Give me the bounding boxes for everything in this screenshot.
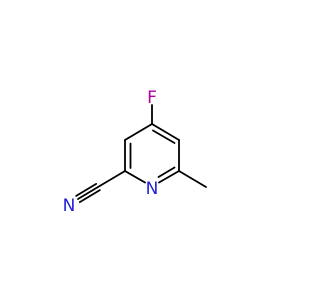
atom-ring-nitrogen: N [146, 179, 159, 199]
bond-c6-n1 [158, 170, 180, 184]
bond-c4-c3 [124, 123, 153, 141]
atom-nitrile-nitrogen: N [63, 196, 76, 216]
atom-fluorine: F [147, 88, 157, 108]
bond-c6-n1-inner [157, 166, 176, 178]
molecule-diagram: F N N [63, 88, 207, 216]
bond-layer [75, 104, 207, 204]
bond-c4-c5-inner [152, 129, 176, 144]
bond-c6-methyl [178, 170, 207, 188]
bond-nitrile-3 [78, 189, 101, 204]
bond-c4-c5 [151, 123, 180, 141]
bond-c2-n1 [124, 170, 146, 184]
bond-nitrile-1 [77, 186, 99, 200]
bond-c2-cnitrile [97, 170, 126, 188]
bond-nitrile-2 [75, 182, 98, 197]
